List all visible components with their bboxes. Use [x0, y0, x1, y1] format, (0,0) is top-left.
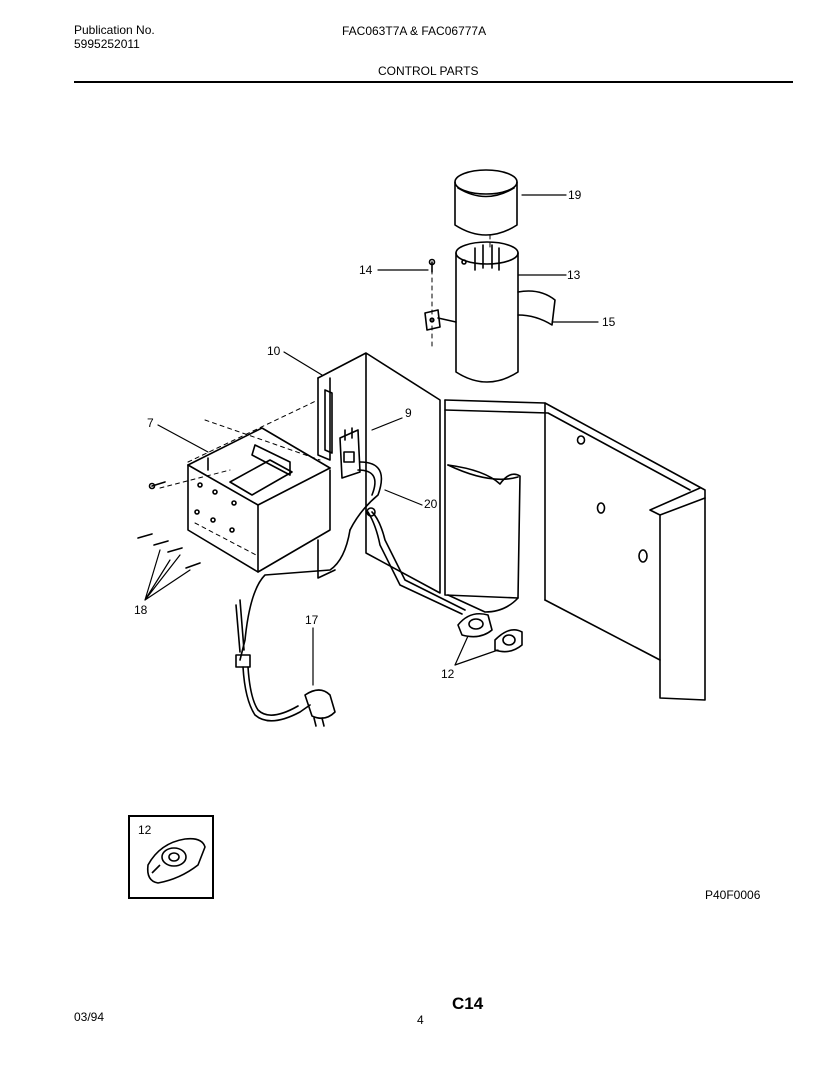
air-baffle: [447, 464, 521, 613]
thermostat-brackets: [457, 612, 523, 653]
callout-15: 15: [602, 315, 616, 329]
footer-page-number: 4: [417, 1013, 424, 1027]
footer-date: 03/94: [74, 1010, 105, 1024]
control-box: [187, 427, 331, 573]
cabinet-side-panel: [444, 399, 706, 701]
mounting-screws: [137, 481, 201, 569]
screw: [424, 258, 457, 331]
header-rule: [74, 81, 793, 83]
inset-label: 12: [138, 823, 152, 837]
control-bracket: [317, 352, 441, 594]
capacitor-boot: [454, 169, 518, 236]
callout-12: 12: [441, 667, 455, 681]
callout-7: 7: [147, 416, 154, 430]
exploded-guide-lines: [159, 234, 491, 557]
power-cord-and-harness: [235, 461, 466, 727]
switch-relay: [339, 427, 361, 479]
callout-19: 19: [568, 188, 582, 202]
footer-page-code: C14: [452, 994, 484, 1013]
callout-9: 9: [405, 406, 412, 420]
callout-20: 20: [424, 497, 438, 511]
inset-detail-box: 12: [128, 815, 214, 899]
callout-18: 18: [134, 603, 148, 617]
section-title: CONTROL PARTS: [378, 64, 479, 78]
inset-bracket-drawing: [146, 837, 206, 884]
callout-17: 17: [305, 613, 319, 627]
callout-leader-lines: [144, 194, 599, 686]
model-numbers: FAC063T7A & FAC06777A: [342, 24, 487, 38]
publication-number: 5995252011: [74, 37, 140, 51]
figure-code: P40F0006: [705, 888, 761, 902]
capacitor: [455, 241, 519, 383]
callout-13: 13: [567, 268, 581, 282]
publication-label: Publication No.: [74, 23, 155, 37]
callout-10: 10: [267, 344, 281, 358]
capacitor-strap: [517, 290, 556, 326]
callout-14: 14: [359, 263, 373, 277]
